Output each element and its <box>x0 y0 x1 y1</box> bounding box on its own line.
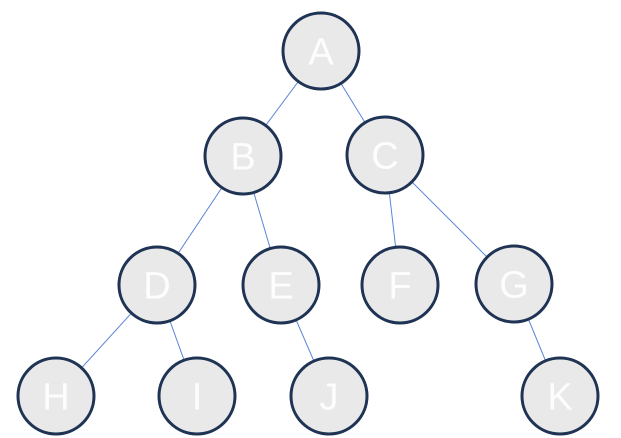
node-label-K: K <box>547 377 572 419</box>
tree-node-A[interactable]: A <box>281 11 361 91</box>
node-label-H: H <box>42 377 69 419</box>
node-circle-K[interactable] <box>520 356 600 436</box>
node-label-J: J <box>320 377 339 419</box>
node-label-C: C <box>371 136 398 178</box>
tree-node-E[interactable]: E <box>241 245 321 325</box>
tree-node-I[interactable]: I <box>157 356 237 436</box>
tree-node-F[interactable]: F <box>360 245 440 325</box>
node-circle-E[interactable] <box>241 245 321 325</box>
node-label-B: B <box>230 137 255 179</box>
node-label-F: F <box>388 266 411 308</box>
node-circle-J[interactable] <box>289 356 369 436</box>
node-circle-D[interactable] <box>117 245 197 325</box>
tree-node-G[interactable]: G <box>474 244 554 324</box>
node-circle-F[interactable] <box>360 245 440 325</box>
tree-node-K[interactable]: K <box>520 356 600 436</box>
node-label-G: G <box>499 265 529 307</box>
tree-node-B[interactable]: B <box>203 116 283 196</box>
node-label-I: I <box>192 377 203 419</box>
node-label-A: A <box>308 32 334 74</box>
node-circle-A[interactable] <box>281 11 361 91</box>
node-circle-B[interactable] <box>203 116 283 196</box>
tree-node-H[interactable]: H <box>16 356 96 436</box>
node-label-D: D <box>143 266 170 308</box>
tree-node-C[interactable]: C <box>345 115 425 195</box>
node-label-E: E <box>268 266 293 308</box>
node-circle-I[interactable] <box>157 356 237 436</box>
node-circle-C[interactable] <box>345 115 425 195</box>
nodes-layer: A B C D E F G H I J K <box>16 11 600 436</box>
edges-layer <box>55 50 561 397</box>
tree-node-J[interactable]: J <box>289 356 369 436</box>
node-circle-G[interactable] <box>474 244 554 324</box>
node-circle-H[interactable] <box>16 356 96 436</box>
tree-node-D[interactable]: D <box>117 245 197 325</box>
